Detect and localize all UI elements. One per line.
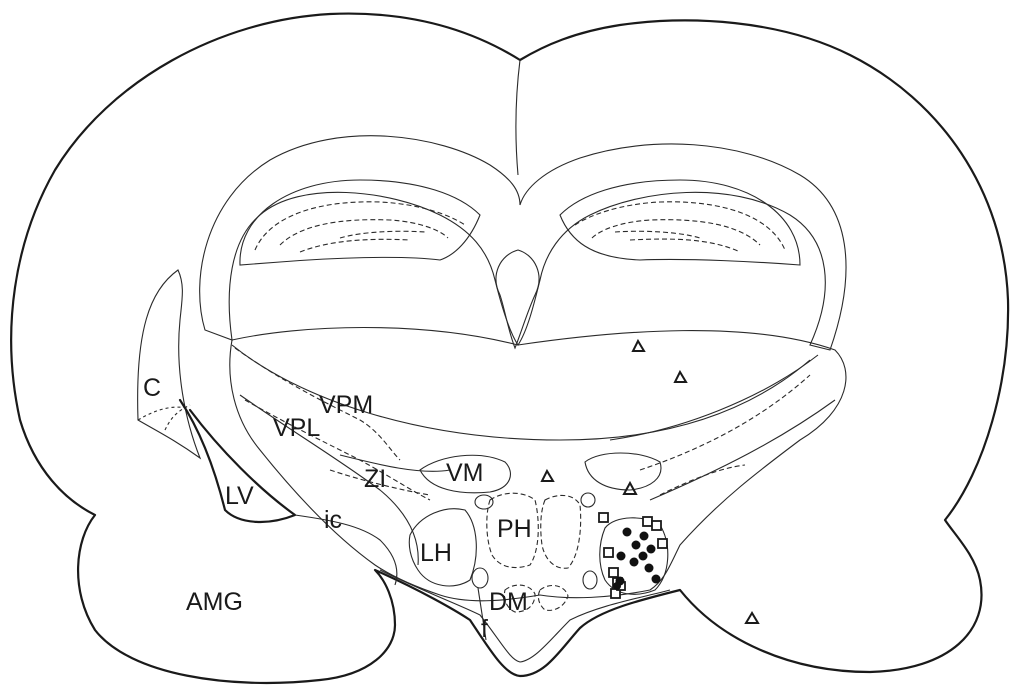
- label-f: f: [481, 615, 488, 643]
- square-marker: [643, 517, 652, 526]
- dot-marker: [630, 558, 639, 567]
- vm-nucleus-right: [585, 453, 661, 490]
- dot-marker: [647, 545, 656, 554]
- triangle-marker: [542, 471, 553, 481]
- hippocampus-right-dash4: [615, 231, 700, 238]
- label-lv: LV: [225, 482, 254, 510]
- label-zi: ZI: [364, 465, 386, 493]
- hippocampus-left-dash3: [300, 239, 410, 252]
- square-marker: [609, 568, 618, 577]
- midline: [516, 60, 520, 175]
- dot-marker: [632, 541, 641, 550]
- square-marker: [604, 548, 613, 557]
- label-ic: ic: [324, 506, 342, 534]
- label-c: C: [143, 374, 161, 402]
- ph-nucleus-right: [541, 495, 581, 568]
- square-marker: [652, 521, 661, 530]
- caudate-region: [138, 270, 200, 458]
- brain-outline: [11, 14, 1008, 683]
- label-ph: PH: [497, 515, 532, 543]
- label-lh: LH: [420, 539, 452, 567]
- label-vpm: VPM: [319, 391, 373, 419]
- lateral-band-right: [610, 355, 818, 440]
- label-dm: DM: [489, 588, 528, 616]
- hippocampus-right-dash3: [630, 239, 740, 252]
- label-vpl: VPL: [273, 414, 320, 442]
- label-amg: AMG: [186, 588, 243, 616]
- triangle-marker: [624, 483, 636, 494]
- hippocampus-left-dash4: [340, 231, 425, 238]
- hippocampus-left-dash1: [255, 202, 465, 250]
- dot-marker: [645, 564, 654, 573]
- square-marker: [599, 513, 608, 522]
- dot-marker: [623, 528, 632, 537]
- triangle-marker: [746, 613, 758, 623]
- triangle-marker: [675, 372, 686, 382]
- label-vm: VM: [446, 459, 484, 487]
- triangle-marker: [633, 341, 644, 351]
- hippocampus-left-outer: [240, 180, 480, 265]
- dorsal-arch: [200, 136, 846, 350]
- hypothalamus-outline: [380, 570, 670, 662]
- caudate-dash: [138, 407, 188, 420]
- square-marker: [658, 539, 667, 548]
- lateral-band-left: [240, 395, 418, 565]
- dot-marker: [640, 532, 649, 541]
- dot-marker: [639, 552, 648, 561]
- mammillary-right: [581, 493, 595, 507]
- dot-marker: [617, 552, 626, 561]
- fornix-right: [583, 571, 597, 589]
- dot-marker: [652, 575, 661, 584]
- hippocampus-right-dash1: [575, 202, 785, 250]
- thalamus-outline: [230, 328, 846, 601]
- internal-capsule: [295, 515, 397, 585]
- zona-incerta-2: [340, 455, 450, 471]
- dot-marker: [613, 582, 621, 590]
- fornix-left: [472, 568, 488, 588]
- third-ventricle-stalk: [496, 250, 539, 348]
- lateral-band-right-dash: [640, 375, 810, 470]
- mammillary-left: [475, 495, 493, 509]
